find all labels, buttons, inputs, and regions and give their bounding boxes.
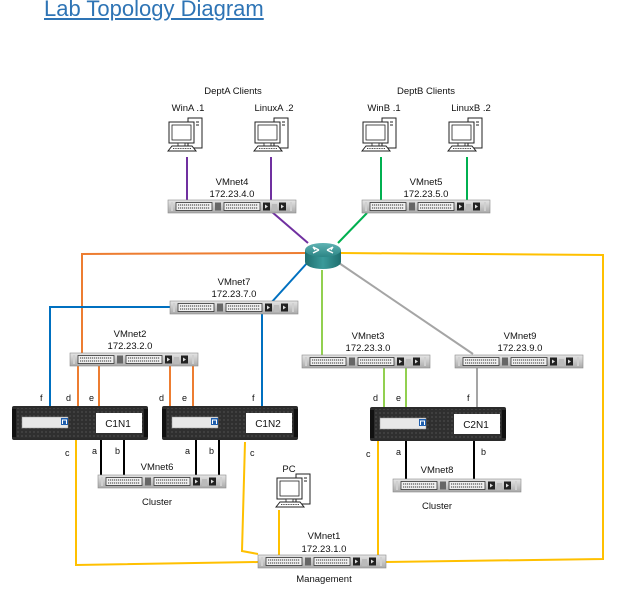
link-vmnet7-c1n1-f (49, 306, 172, 406)
switch-vmnet3[interactable] (301, 354, 431, 369)
vmnet9-subnet: 172.23.9.0 (498, 343, 543, 354)
vmnet2-subnet: 172.23.2.0 (108, 341, 153, 352)
cluster2-label: Cluster (422, 501, 452, 512)
link-c1n1-c (75, 440, 259, 567)
vmnet5-subnet: 172.23.5.0 (404, 189, 449, 200)
link-vmnet5-router (337, 212, 368, 244)
vmnet1-name: VMnet1 (308, 531, 341, 542)
router-icon[interactable] (305, 243, 341, 269)
switch-vmnet2[interactable] (69, 352, 199, 367)
management-label: Management (296, 574, 352, 585)
switch-vmnet6[interactable] (97, 474, 227, 489)
vmnet2-name: VMnet2 (114, 329, 147, 340)
client-label-winb: WinB .1 (367, 103, 400, 114)
client-label-wina: WinA .1 (172, 103, 205, 114)
c2n1-port-c: c (366, 449, 371, 459)
c1n2-port-b: b (209, 446, 214, 456)
link-router-vmnet9 (338, 262, 474, 355)
switch-vmnet8[interactable] (392, 478, 522, 493)
pc-wina[interactable] (167, 117, 203, 152)
link-router-vmnet1 (340, 252, 604, 563)
c1n1-port-a: a (92, 446, 97, 456)
page-title[interactable]: Lab Topology Diagram (44, 0, 264, 21)
c2n1-port-f: f (467, 393, 470, 403)
c2n1-port-e: e (396, 393, 401, 403)
link-router-vmnet7 (269, 261, 309, 305)
cluster1-label: Cluster (142, 497, 172, 508)
c1n1-port-f: f (40, 393, 43, 403)
group-label-depta: DeptA Clients (204, 86, 262, 97)
c1n2-port-e: e (182, 393, 187, 403)
link-router-vmnet2 (81, 252, 306, 355)
vmnet3-name: VMnet3 (352, 331, 385, 342)
c1n1-port-c: c (65, 448, 70, 458)
node-c2n1-label: C2N1 (463, 420, 489, 431)
c1n2-port-a: a (185, 446, 190, 456)
switch-vmnet5[interactable] (361, 199, 491, 214)
pc-winb[interactable] (361, 117, 397, 152)
group-label-deptb: DeptB Clients (397, 86, 455, 97)
vmnet4-subnet: 172.23.4.0 (210, 189, 255, 200)
switch-vmnet1[interactable] (257, 554, 387, 569)
vmnet9-name: VMnet9 (504, 331, 537, 342)
vmnet3-subnet: 172.23.3.0 (346, 343, 391, 354)
link-vmnet4-router (271, 211, 309, 244)
c1n1-port-b: b (115, 446, 120, 456)
pc-label: PC (282, 464, 295, 475)
c2n1-port-b: b (481, 447, 486, 457)
node-c1n1-label: C1N1 (105, 419, 131, 430)
client-label-linuxa: LinuxA .2 (254, 103, 293, 114)
c2n1-port-d: d (373, 393, 378, 403)
c1n2-port-d: d (159, 393, 164, 403)
switch-vmnet7[interactable] (169, 300, 299, 315)
c1n2-port-c: c (250, 448, 255, 458)
c1n2-port-f: f (252, 393, 255, 403)
vmnet1-subnet: 172.23.1.0 (302, 544, 347, 555)
c2n1-port-a: a (396, 447, 401, 457)
c1n1-port-e: e (89, 393, 94, 403)
vmnet7-name: VMnet7 (218, 277, 251, 288)
pc-linuxb[interactable] (447, 117, 483, 152)
vmnet7-subnet: 172.23.7.0 (212, 289, 257, 300)
pc-linuxa[interactable] (253, 117, 289, 152)
switch-vmnet4[interactable] (167, 199, 297, 214)
node-c1n2-label: C1N2 (255, 419, 281, 430)
switch-vmnet9[interactable] (454, 354, 584, 369)
vmnet6-name: VMnet6 (141, 462, 174, 473)
client-label-linuxb: LinuxB .2 (451, 103, 491, 114)
vmnet5-name: VMnet5 (410, 177, 443, 188)
vmnet8-name: VMnet8 (421, 465, 454, 476)
pc-management[interactable] (275, 473, 311, 508)
c1n1-port-d: d (66, 393, 71, 403)
link-c1n2-c (240, 441, 259, 555)
vmnet4-name: VMnet4 (216, 177, 249, 188)
